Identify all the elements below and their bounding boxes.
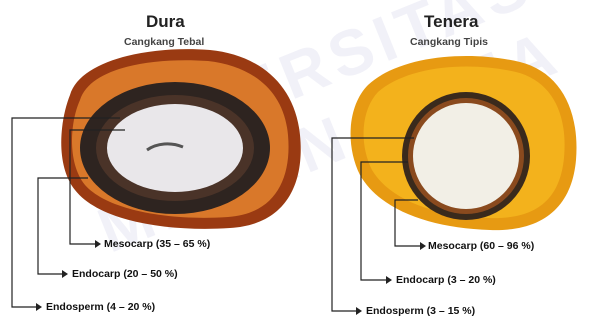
dura-subtitle: Cangkang Tebal xyxy=(124,36,204,48)
tenera-endosperm xyxy=(413,103,519,209)
dura-mesocarp-label: Mesocarp (35 – 65 %) xyxy=(104,238,210,250)
tenera-title: Tenera xyxy=(424,12,479,32)
tenera-endocarp-label: Endocarp (3 – 20 %) xyxy=(396,274,496,286)
tenera-endosperm-label: Endosperm (3 – 15 %) xyxy=(366,305,475,317)
dura-endocarp-label: Endocarp (20 – 50 %) xyxy=(72,268,178,280)
dura-fruit xyxy=(61,49,300,229)
tenera-fruit xyxy=(351,56,577,230)
tenera-subtitle: Cangkang Tipis xyxy=(410,36,488,48)
tenera-mesocarp-label: Mesocarp (60 – 96 %) xyxy=(428,240,534,252)
dura-endosperm xyxy=(107,104,243,192)
dura-title: Dura xyxy=(146,12,185,32)
dura-endosperm-label: Endosperm (4 – 20 %) xyxy=(46,301,155,313)
